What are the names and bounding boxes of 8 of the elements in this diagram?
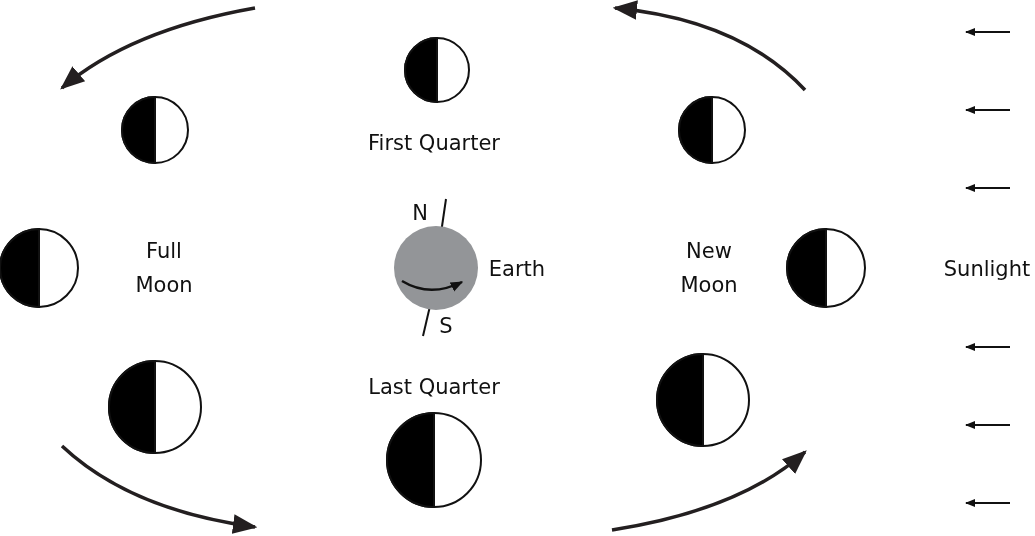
- phase-label: New Moon: [679, 238, 739, 299]
- pole-label: S: [439, 313, 453, 340]
- phase-label: Full Moon: [134, 238, 194, 299]
- phase-label: First Quarter: [368, 130, 500, 157]
- phase-label: Last Quarter: [368, 374, 500, 401]
- light-label: Sunlight: [943, 256, 1031, 283]
- planet-label: Earth: [488, 256, 546, 283]
- pole-label: N: [412, 200, 428, 227]
